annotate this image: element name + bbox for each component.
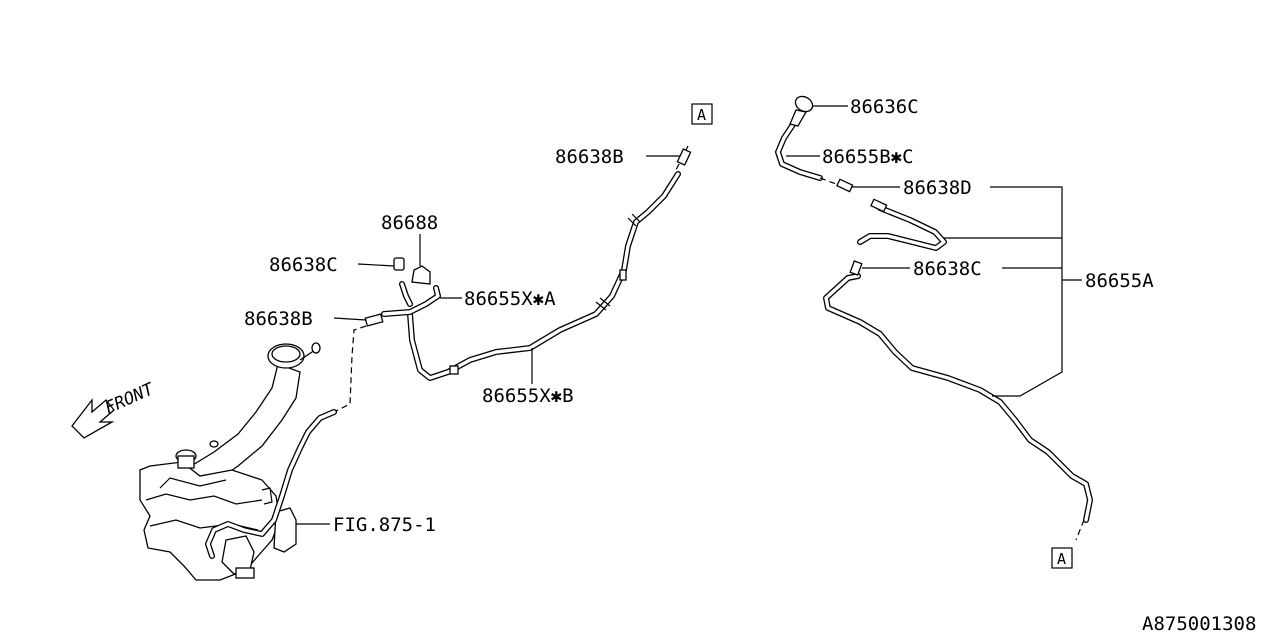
ref-box-top: A xyxy=(691,103,713,125)
hose-86655BC xyxy=(775,117,837,185)
callout-86655A: 86655A xyxy=(1085,270,1154,292)
callout-86688: 86688 xyxy=(381,212,438,234)
check-valve-86688 xyxy=(411,265,431,285)
callout-fig-875-1: FIG.875-1 xyxy=(333,514,436,536)
joint-86638C-right xyxy=(849,260,863,276)
diagram-id: A875001308 xyxy=(1142,613,1256,635)
washer-tank xyxy=(139,342,337,581)
ref-box-bottom: A xyxy=(1051,547,1073,569)
callout-86638D: 86638D xyxy=(903,177,972,199)
hose-86655XA xyxy=(381,281,441,317)
ref-box-bottom-label: A xyxy=(1057,550,1066,568)
ref-box-top-label: A xyxy=(697,106,706,124)
callout-86655XA: 86655X✱A xyxy=(464,288,556,310)
callout-86655BC: 86655B✱C xyxy=(822,146,914,168)
nozzle-86636C xyxy=(789,95,814,127)
joint-86638B-left xyxy=(364,313,384,327)
joint-86638D xyxy=(836,178,888,213)
callout-86638C-right: 86638C xyxy=(913,258,982,280)
joint-86638C-left xyxy=(393,257,405,271)
callout-86655XB: 86655X✱B xyxy=(482,385,574,407)
front-arrow xyxy=(71,398,115,439)
hose-86655XB xyxy=(407,145,689,381)
hose-86655A xyxy=(823,273,1093,541)
front-label: FRONT xyxy=(102,379,158,419)
callout-86638B-top: 86638B xyxy=(555,146,624,168)
callout-86638B-left: 86638B xyxy=(244,308,313,330)
hose-loop-right xyxy=(857,205,947,251)
callout-86638C-left: 86638C xyxy=(269,254,338,276)
callout-86636C: 86636C xyxy=(850,96,919,118)
joint-86638B-top xyxy=(676,148,692,166)
